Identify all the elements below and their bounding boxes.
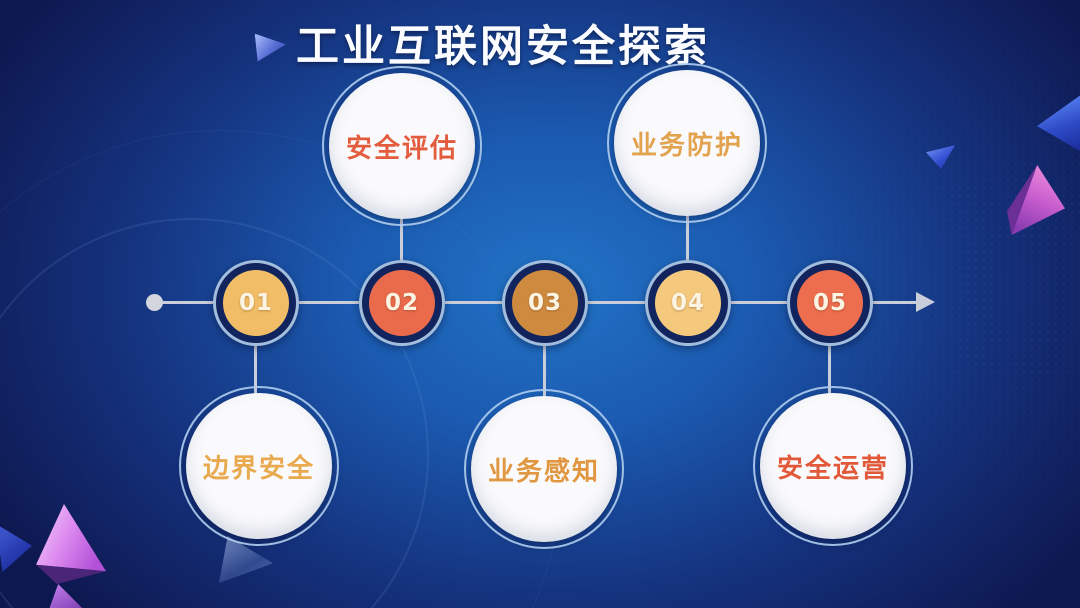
title-row: 工业互联网安全探索 — [256, 12, 710, 74]
step-number: 01 — [223, 270, 289, 336]
timeline-step-04: 04 — [645, 260, 731, 346]
page-title: 工业互联网安全探索 — [296, 22, 710, 72]
timeline-step-01: 01 — [213, 260, 299, 346]
bubble-business-awareness: 业务感知 — [464, 389, 624, 549]
connector-line — [543, 303, 546, 472]
timeline-arrow-icon — [916, 292, 935, 312]
step-number: 02 — [369, 270, 435, 336]
blue-tetrahedron-icon — [1035, 92, 1080, 154]
bubble-boundary-security: 边界安全 — [179, 386, 339, 546]
bubble-security-assessment: 安全评估 — [322, 66, 482, 226]
dark-blue-triangle-icon — [0, 524, 32, 572]
timeline-step-02: 02 — [359, 260, 445, 346]
connector-line — [400, 146, 403, 306]
connector-line — [686, 143, 689, 306]
bubble-label: 安全评估 — [345, 133, 458, 164]
bubble-label: 边界安全 — [202, 453, 315, 484]
timeline-start-dot — [146, 294, 163, 311]
step-number: 05 — [797, 270, 863, 336]
pink-tetrahedron-icon — [1007, 165, 1065, 235]
bubble-label: 业务防护 — [630, 130, 743, 161]
pink-tetrahedron-icon — [36, 504, 106, 584]
step-number: 04 — [655, 270, 721, 336]
timeline-step-05: 05 — [787, 260, 873, 346]
bubble-business-protection: 业务防护 — [607, 63, 767, 223]
bubble-label: 业务感知 — [487, 456, 600, 487]
timeline-step-03: 03 — [502, 260, 588, 346]
blue-triangle-icon — [255, 31, 288, 62]
step-number: 03 — [512, 270, 578, 336]
bubble-label: 安全运营 — [776, 453, 889, 484]
purple-triangle-icon — [46, 584, 84, 608]
bubble-security-operations: 安全运营 — [753, 386, 913, 546]
small-blue-triangle-icon — [926, 142, 955, 169]
